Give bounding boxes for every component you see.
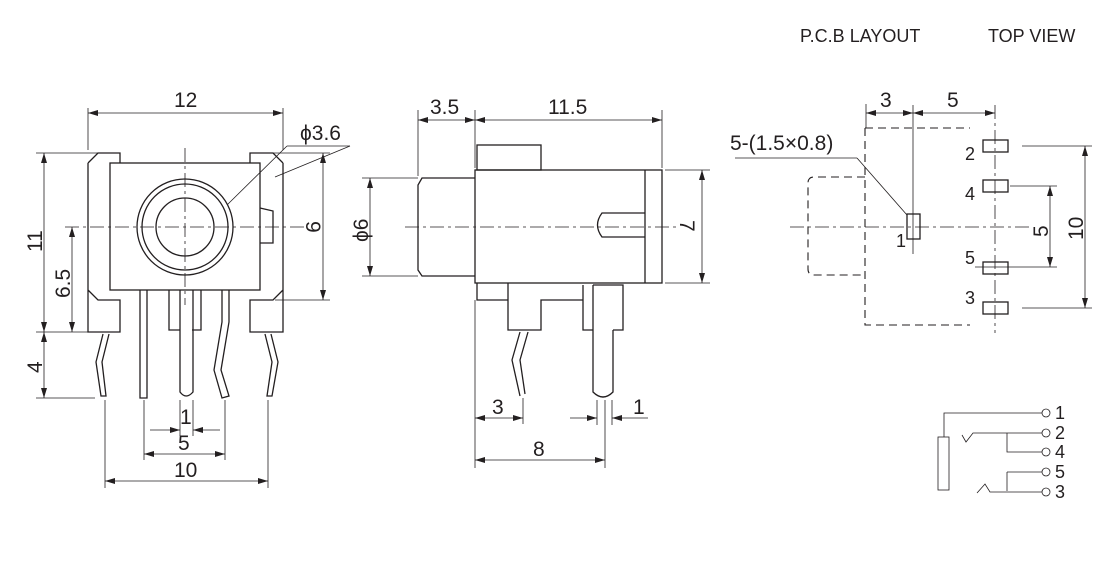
dim-bushing-dia: ϕ6 (350, 219, 373, 242)
pcb-layout: 3 5 5-(1.5×0.8) 1 2 4 5 3 5 10 (730, 89, 1092, 333)
schematic-pin-3: 3 (1055, 482, 1065, 502)
dim-height-7: 7 (675, 220, 698, 232)
pad-label-4: 4 (965, 184, 975, 204)
schematic-pin-5: 5 (1055, 462, 1065, 482)
pad-3 (982, 301, 1009, 315)
front-view: 12 ϕ3.6 11 4 6.5 9 1 5 10 (24, 89, 351, 488)
dim-outer-10: 10 (1065, 217, 1088, 240)
pad-label-1: 1 (896, 231, 906, 251)
side-view: 3.5 11.5 ϕ6 7 3 1 8 (350, 96, 710, 468)
pad-1 (906, 213, 921, 240)
dim-pitch-5: 5 (178, 432, 190, 455)
dim-height-11: 11 (24, 230, 47, 252)
schematic-pin-2: 2 (1055, 423, 1065, 443)
dim-center-6-5: 6.5 (52, 269, 75, 298)
dim-inner-5: 5 (1030, 225, 1053, 237)
schematic-pin-1: 1 (1055, 403, 1065, 423)
dim-width-12: 12 (174, 89, 197, 112)
dim-bushing-3-5: 3.5 (430, 96, 459, 119)
pad-label-3: 3 (965, 288, 975, 308)
pad-2 (982, 139, 1009, 153)
pad-label-2: 2 (965, 144, 975, 164)
pad-4 (982, 179, 1009, 193)
dim-pin-length-4: 4 (24, 361, 47, 373)
dim-body-11-5: 11.5 (548, 96, 587, 119)
dim-hole-dia: ϕ3.6 (300, 122, 341, 145)
dim-height-9: 9 (301, 221, 324, 233)
schematic-pin-4: 4 (1055, 442, 1065, 462)
dim-span-10: 10 (174, 459, 197, 482)
pad-spec-label: 5-(1.5×0.8) (730, 132, 833, 155)
dim-pin-width-1: 1 (633, 396, 645, 419)
pcb-layout-title: P.C.B LAYOUT (800, 26, 920, 46)
dim-offset-3: 3 (492, 396, 504, 419)
dim-pin-width-1: 1 (180, 406, 192, 429)
top-view-title: TOP VIEW (988, 26, 1075, 46)
dim-col-3: 3 (880, 89, 892, 112)
dim-col-5: 5 (947, 89, 959, 112)
dim-distance-8: 8 (533, 438, 545, 461)
schematic: 1 2 4 5 3 (937, 403, 1065, 502)
pad-5 (982, 261, 1009, 275)
pad-label-5: 5 (965, 248, 975, 268)
